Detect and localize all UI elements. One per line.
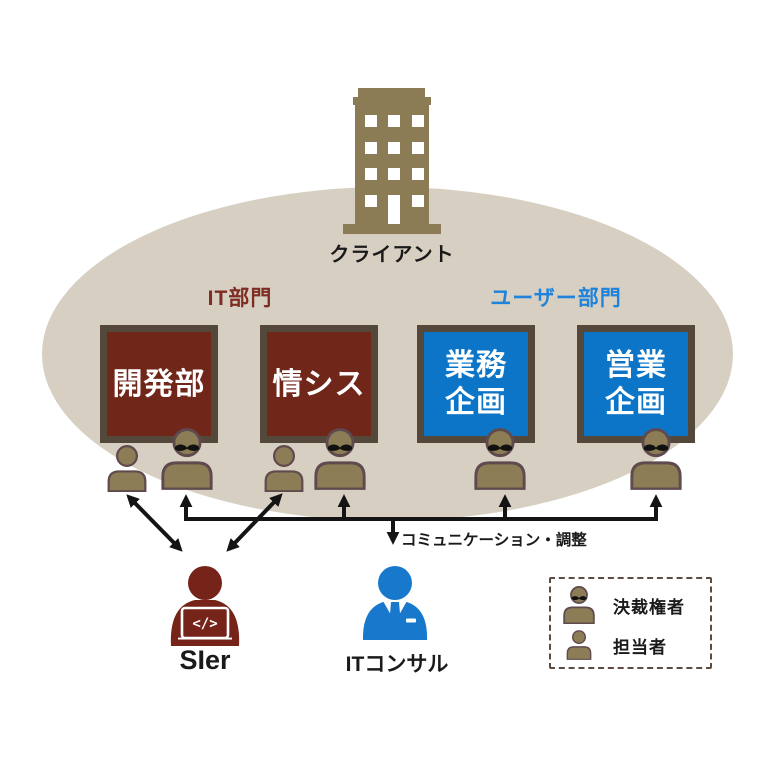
department-box-development: 開発部 (100, 325, 218, 443)
department-label: 営業 (605, 349, 667, 382)
sier-icon: </> (170, 566, 240, 646)
sier-label: SIer (179, 645, 231, 675)
legend-item-label: 担当者 (613, 637, 667, 657)
it-department-label: IT部門 (207, 287, 273, 310)
communication-label: コミュニケーション・調整 (401, 532, 587, 549)
laptop-code-glyph: </> (192, 616, 217, 632)
person-mustache-icon (557, 586, 601, 624)
person-icon (557, 630, 601, 660)
client-label: クライアント (329, 244, 455, 266)
legend-item-staff: 担当者 (557, 630, 704, 660)
legend-item-decision-maker: 決裁権者 (557, 586, 704, 624)
department-label: 情シス (272, 367, 366, 401)
department-box-sales-planning: 営業企画 (577, 325, 695, 443)
it-consultant-label: ITコンサル (345, 653, 449, 676)
it-consultant-icon (362, 566, 428, 640)
department-box-info-systems: 情シス (260, 325, 378, 443)
user-department-label: ユーザー部門 (490, 287, 622, 310)
legend-item-label: 決裁権者 (613, 597, 685, 617)
legend-box: 決裁権者 担当者 (549, 577, 712, 669)
building-icon (343, 88, 441, 234)
department-label: 業務 (445, 349, 507, 382)
department-label: 開発部 (112, 367, 206, 401)
bidirectional-arrow-sier-development (126, 494, 183, 552)
department-box-business-planning: 業務企画 (417, 325, 535, 443)
bidirectional-arrow-sier-info-systems (226, 493, 283, 552)
